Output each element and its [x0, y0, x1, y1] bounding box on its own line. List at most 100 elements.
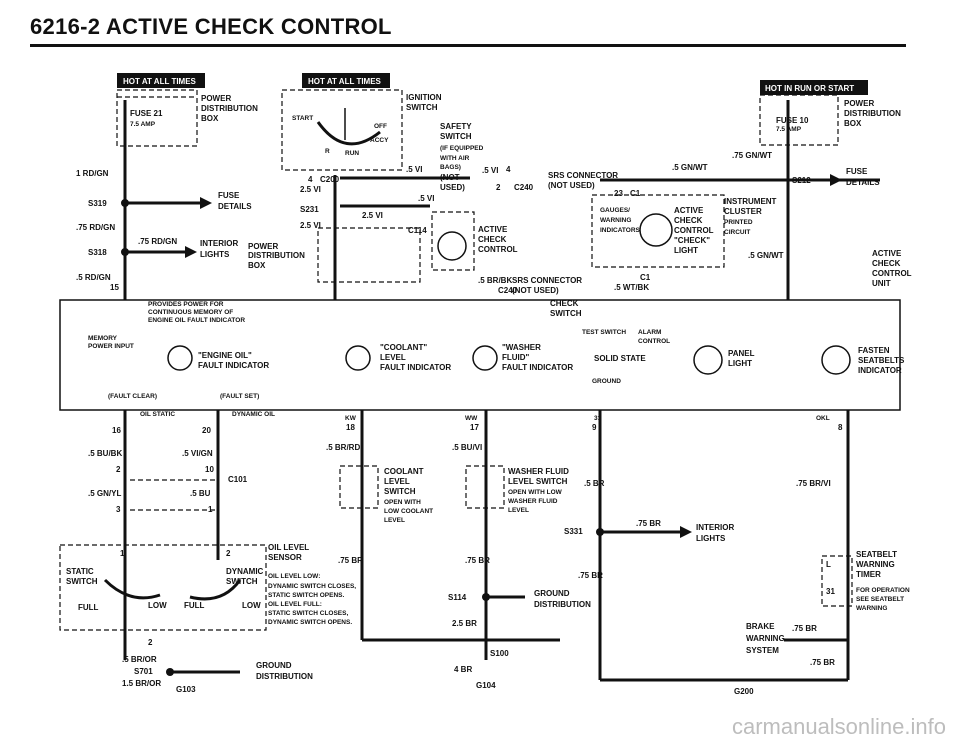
svg-text:S100: S100	[490, 649, 509, 658]
svg-text:31: 31	[826, 587, 835, 596]
svg-text:HOT IN RUN OR START: HOT IN RUN OR START	[765, 84, 854, 93]
svg-text:.75 RD/GN: .75 RD/GN	[138, 237, 177, 246]
svg-text:OPEN WITH: OPEN WITH	[384, 499, 421, 506]
svg-text:SEE SEATBELT: SEE SEATBELT	[856, 596, 904, 603]
svg-text:C1: C1	[640, 273, 651, 282]
svg-text:.5 VI: .5 VI	[418, 194, 434, 203]
svg-text:WASHER FLUID: WASHER FLUID	[508, 467, 569, 476]
svg-text:.5 GN/WT: .5 GN/WT	[748, 251, 784, 260]
svg-text:C101: C101	[228, 475, 248, 484]
svg-text:OIL LEVEL: OIL LEVEL	[268, 543, 309, 552]
svg-text:.75 BR: .75 BR	[810, 658, 835, 667]
svg-text:INDICATOR: INDICATOR	[858, 366, 902, 375]
svg-text:2: 2	[116, 465, 121, 474]
svg-text:SRS CONNECTOR: SRS CONNECTOR	[548, 171, 618, 180]
svg-text:16: 16	[112, 426, 121, 435]
warning-triangle-icon	[639, 213, 673, 247]
watermark: carmanualsonline.info	[731, 714, 946, 739]
svg-text:FULL: FULL	[78, 603, 99, 612]
svg-text:.5 BU: .5 BU	[190, 489, 211, 498]
warning-triangle-icon	[437, 231, 467, 261]
svg-text:POWER: POWER	[201, 94, 231, 103]
svg-text:GROUND: GROUND	[592, 378, 621, 385]
svg-text:CONTROL: CONTROL	[674, 226, 714, 235]
svg-text:SOLID STATE: SOLID STATE	[594, 354, 646, 363]
svg-text:1 RD/GN: 1 RD/GN	[76, 169, 109, 178]
page-title: 6216-2 ACTIVE CHECK CONTROL	[30, 14, 392, 39]
svg-text:2.5 VI: 2.5 VI	[300, 221, 321, 230]
warning-triangle-icon	[821, 345, 851, 375]
svg-text:BOX: BOX	[248, 261, 266, 270]
svg-text:WARNING: WARNING	[856, 560, 895, 569]
svg-text:FUSE 10: FUSE 10	[776, 116, 809, 125]
svg-text:FAULT INDICATOR: FAULT INDICATOR	[380, 363, 451, 372]
interior-light-box	[317, 227, 421, 283]
fuse-21-box	[116, 89, 198, 147]
coolant-switch-box	[339, 465, 379, 509]
svg-text:G200: G200	[734, 687, 754, 696]
svg-text:9: 9	[592, 423, 597, 432]
svg-text:WARNING: WARNING	[746, 634, 785, 643]
svg-text:LIGHTS: LIGHTS	[696, 534, 726, 543]
svg-text:CONTROL: CONTROL	[478, 245, 518, 254]
svg-text:KW: KW	[345, 415, 357, 422]
svg-text:.5 GN/WT: .5 GN/WT	[672, 163, 708, 172]
svg-text:OIL STATIC: OIL STATIC	[140, 411, 175, 418]
svg-text:S701: S701	[134, 667, 153, 676]
svg-text:4: 4	[308, 175, 313, 184]
arrow-icon	[680, 526, 692, 538]
svg-text:.5 VI: .5 VI	[482, 166, 498, 175]
badge-hot-at-all-times-center: HOT AT ALL TIMES	[302, 73, 390, 88]
svg-text:FAULT INDICATOR: FAULT INDICATOR	[198, 361, 269, 370]
svg-text:2.5 VI: 2.5 VI	[362, 211, 383, 220]
svg-text:.75 BR: .75 BR	[578, 571, 603, 580]
svg-text:SAFETY: SAFETY	[440, 122, 472, 131]
svg-text:.5 BU/VI: .5 BU/VI	[452, 443, 482, 452]
svg-text:PANEL: PANEL	[728, 349, 755, 358]
svg-text:G104: G104	[476, 681, 496, 690]
svg-text:10: 10	[205, 465, 214, 474]
svg-text:.5 BR/OR: .5 BR/OR	[122, 655, 157, 664]
svg-text:"ENGINE OIL": "ENGINE OIL"	[198, 351, 252, 360]
svg-text:WARNING: WARNING	[600, 217, 631, 224]
svg-text:ALARM: ALARM	[638, 329, 661, 336]
svg-text:.75 BR: .75 BR	[338, 556, 363, 565]
svg-text:LIGHT: LIGHT	[728, 359, 752, 368]
svg-text:DETAILS: DETAILS	[846, 178, 880, 187]
svg-text:DISTRIBUTION: DISTRIBUTION	[844, 109, 901, 118]
svg-text:CONTINUOUS MEMORY OF: CONTINUOUS MEMORY OF	[148, 309, 233, 316]
svg-text:GAUGES/: GAUGES/	[600, 207, 630, 214]
svg-text:ENGINE OIL FAULT INDICATOR: ENGINE OIL FAULT INDICATOR	[148, 317, 245, 324]
svg-text:(IF EQUIPPED: (IF EQUIPPED	[440, 145, 484, 152]
svg-text:FUSE: FUSE	[846, 167, 868, 176]
svg-text:31: 31	[594, 415, 602, 422]
svg-text:C1: C1	[630, 189, 641, 198]
svg-text:BOX: BOX	[201, 114, 219, 123]
svg-text:CHECK: CHECK	[872, 259, 901, 268]
svg-text:ACCY: ACCY	[370, 137, 389, 144]
svg-text:.5 BU/BK: .5 BU/BK	[88, 449, 122, 458]
svg-text:LOW: LOW	[242, 601, 261, 610]
svg-text:DETAILS: DETAILS	[218, 202, 252, 211]
svg-text:DYNAMIC: DYNAMIC	[226, 567, 264, 576]
svg-text:INTERIOR: INTERIOR	[696, 523, 734, 532]
badge-hot-in-run-or-start: HOT IN RUN OR START	[760, 80, 868, 95]
svg-text:2: 2	[148, 638, 153, 647]
svg-text:SWITCH: SWITCH	[226, 577, 258, 586]
svg-text:20: 20	[202, 426, 211, 435]
svg-text:(NOT USED): (NOT USED)	[548, 181, 595, 190]
svg-text:STATIC SWITCH OPENS.: STATIC SWITCH OPENS.	[268, 592, 345, 599]
svg-text:WASHER FLUID: WASHER FLUID	[508, 498, 558, 505]
svg-text:C114: C114	[408, 226, 427, 235]
svg-text:7.5 AMP: 7.5 AMP	[130, 121, 156, 128]
svg-text:WW: WW	[465, 415, 478, 422]
svg-text:3: 3	[116, 505, 121, 514]
active-check-control-box	[431, 211, 475, 271]
arrow-icon	[185, 246, 197, 258]
svg-text:SWITCH: SWITCH	[66, 577, 98, 586]
svg-text:STATIC: STATIC	[66, 567, 94, 576]
svg-text:.75 BR: .75 BR	[792, 624, 817, 633]
svg-text:INTERIOR: INTERIOR	[200, 239, 238, 248]
svg-text:IGNITION: IGNITION	[406, 93, 442, 102]
